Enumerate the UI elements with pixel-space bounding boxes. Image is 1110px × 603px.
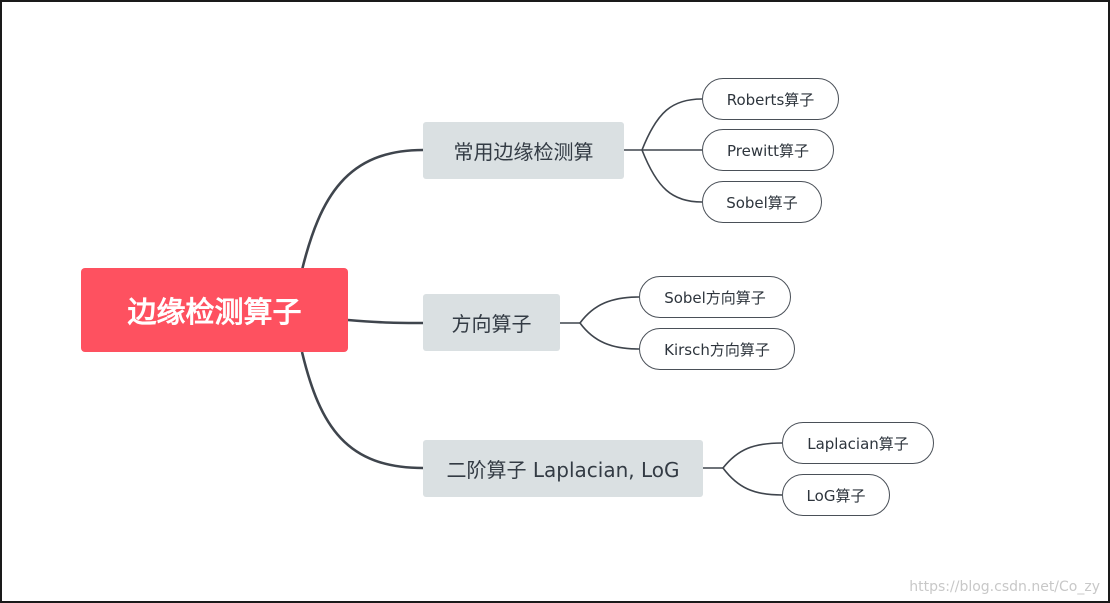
leaf-node-prewitt[interactable]: Prewitt算子 <box>702 129 834 171</box>
leaf-node-label: Sobel算子 <box>726 193 798 212</box>
connector-branch-3-leaf-2 <box>722 467 783 496</box>
watermark: https://blog.csdn.net/Co_zy <box>909 579 1100 595</box>
connector-branch-1-leaf-1 <box>641 98 703 151</box>
leaf-node-sobel[interactable]: Sobel算子 <box>702 181 822 223</box>
branch-node-common-edge-detection[interactable]: 常用边缘检测算 <box>423 122 624 179</box>
connector-branch-3-leaf-1 <box>722 442 783 469</box>
root-node[interactable]: 边缘检测算子 <box>81 268 348 352</box>
leaf-node-label: Prewitt算子 <box>726 141 810 160</box>
connector-branch-1-leaf-3 <box>641 149 703 203</box>
leaf-node-label: LoG算子 <box>806 486 866 505</box>
connector-root-branch-3 <box>300 351 424 470</box>
branch-node-second-order-operators[interactable]: 二阶算子 Laplacian, LoG <box>423 440 703 497</box>
leaf-node-sobel-directional[interactable]: Sobel方向算子 <box>639 276 791 318</box>
leaf-node-label: Sobel方向算子 <box>664 288 766 307</box>
connector-root-branch-2 <box>347 318 424 325</box>
leaf-node-label: Roberts算子 <box>726 90 815 109</box>
leaf-node-log[interactable]: LoG算子 <box>782 474 890 516</box>
leaf-node-label: Laplacian算子 <box>807 434 909 453</box>
leaf-node-roberts[interactable]: Roberts算子 <box>702 78 839 120</box>
leaf-node-kirsch-directional[interactable]: Kirsch方向算子 <box>639 328 795 370</box>
connector-root-branch-1 <box>300 148 424 271</box>
branch-node-label: 方向算子 <box>451 312 532 336</box>
connector-branch-2-leaf-1 <box>579 296 640 324</box>
root-node-label: 边缘检测算子 <box>127 295 302 329</box>
connector-branch-2-leaf-2 <box>579 322 640 350</box>
branch-node-label: 二阶算子 Laplacian, LoG <box>446 458 680 482</box>
branch-node-label: 常用边缘检测算 <box>453 140 594 164</box>
leaf-node-label: Kirsch方向算子 <box>664 340 770 359</box>
branch-node-directional-operators[interactable]: 方向算子 <box>423 294 560 351</box>
leaf-node-laplacian[interactable]: Laplacian算子 <box>782 422 934 464</box>
